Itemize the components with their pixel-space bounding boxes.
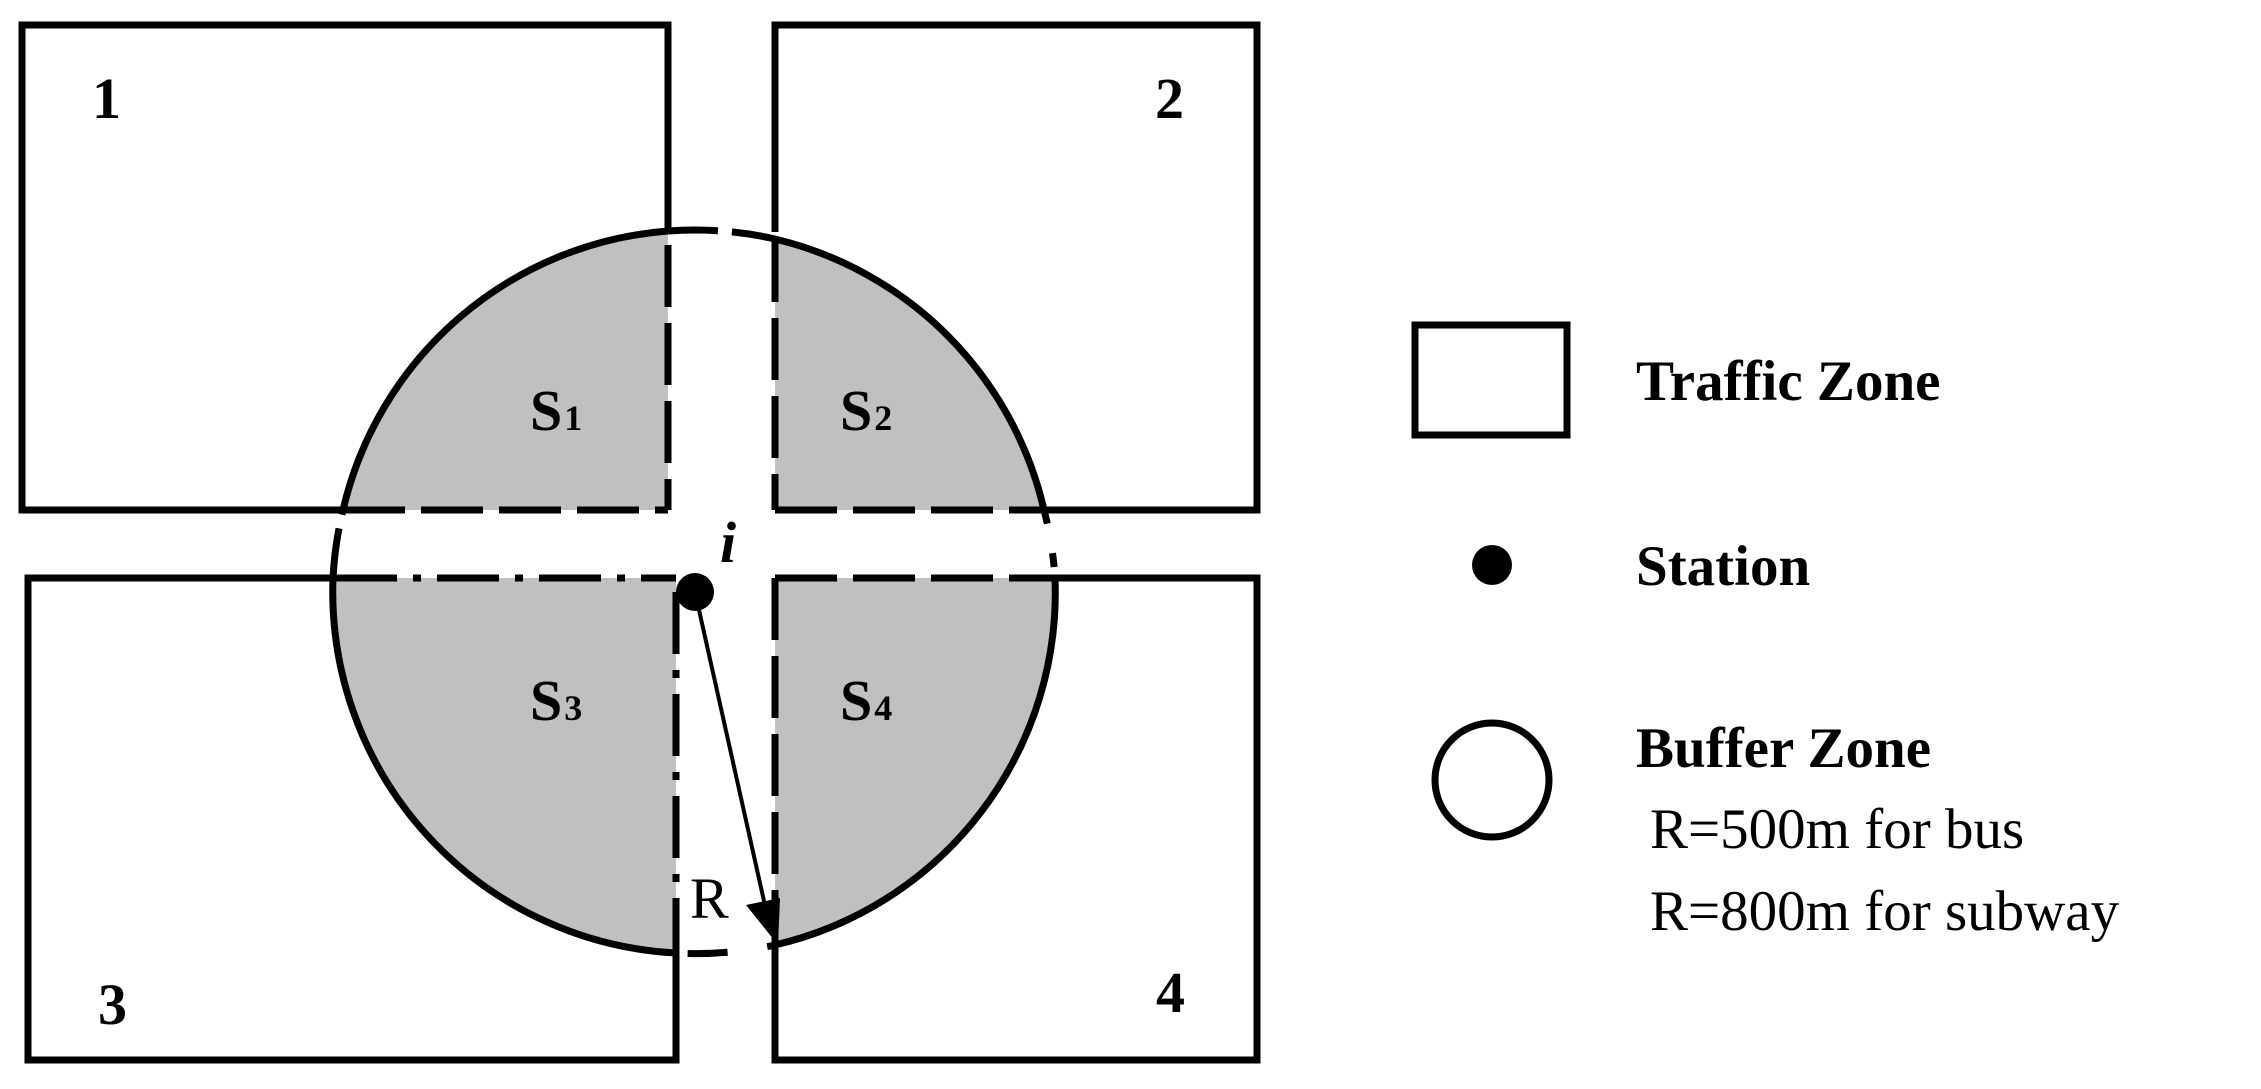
zone-1-border [18, 21, 672, 514]
zone-2-border [771, 21, 1261, 514]
buffer-arc-gap-bottom [675, 941, 776, 958]
overlap-s4 [775, 578, 1057, 954]
area-s1-label: S1 [530, 378, 582, 443]
legend-buffer-zone-swatch [1431, 719, 1553, 841]
legend-traffic-zone-swatch [1411, 321, 1571, 439]
station-label: i [720, 510, 736, 575]
zone-1-label: 1 [92, 66, 121, 131]
radius-arrowhead [746, 898, 780, 945]
legend: Traffic Zone Station Buffer Zone R=500m … [1411, 321, 2120, 943]
buffer-arc-gap-left [329, 509, 347, 579]
buffer-circle [329, 226, 1059, 958]
buffer-arc-zone-2 [774, 235, 1048, 511]
area-s2-label: S2 [840, 378, 892, 443]
overlap-s1 [333, 230, 668, 510]
legend-buffer-zone-label: Buffer Zone [1636, 717, 1931, 780]
radius-arrow [693, 591, 780, 945]
zone-4-border [771, 574, 1261, 1064]
traffic-zones [18, 21, 1261, 1064]
buffer-arc-gap-top [667, 226, 776, 243]
buffer-arc-gap-right [1040, 509, 1059, 579]
area-s4-label: S4 [840, 668, 892, 733]
zone-2-label: 2 [1155, 66, 1184, 131]
buffer-arc-zone-3 [329, 577, 677, 957]
station-dot [676, 573, 714, 611]
buffer-arc-zone-4 [774, 577, 1059, 949]
radius-label: R [690, 866, 729, 931]
zone-3-border [24, 574, 680, 1064]
legend-station-swatch [1472, 545, 1512, 585]
legend-buffer-subway-label: R=800m for subway [1650, 880, 2120, 943]
buffer-arc-zone-1 [339, 227, 669, 511]
legend-traffic-zone-label: Traffic Zone [1636, 350, 1940, 413]
radius-line [693, 591, 768, 911]
overlap-s2 [775, 230, 1057, 510]
zone-4-label: 4 [1156, 960, 1185, 1025]
zone-borders-inside-buffer [335, 240, 1052, 952]
area-s3-label: S3 [530, 668, 582, 733]
zone-3-label: 3 [98, 972, 127, 1037]
legend-station-label: Station [1636, 535, 1810, 598]
legend-buffer-bus-label: R=500m for bus [1650, 798, 2024, 861]
